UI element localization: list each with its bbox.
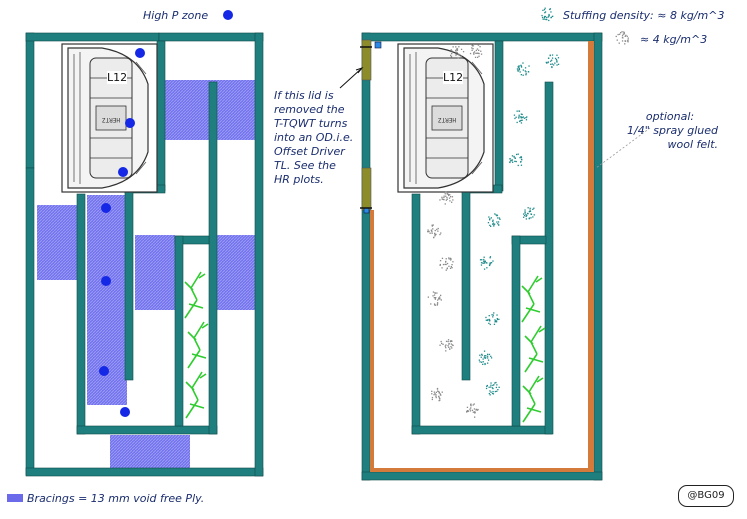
lid-note: If this lid is removed the T-TQWT turns … [274,89,353,187]
driver-label-left: L12 [107,71,128,84]
felt-note: optional: 1/4" spray glued wool felt. [622,110,718,152]
stuffing-density-low-label: ≈ 4 kg/m^3 [640,33,708,46]
enclosure-panels [361,32,603,481]
fiber-damping-right [521,275,546,423]
felt-note-line: 1/4" spray glued [626,124,718,137]
stuffing-density-high-label: Stuffing density: ≈ 8 kg/m^3 [563,9,725,22]
bracing-legend-label: Bracings = 13 mm void free Ply. [27,492,205,505]
lid-note-line: T-TQWT turns [274,117,348,130]
high-p-zone-label: High P zone [143,9,209,22]
lid-note-line: Offset Driver [274,145,345,158]
lid-note-line: If this lid is [274,89,334,102]
removable-lid [360,39,382,214]
fiber-damping-left [184,271,209,419]
bracing-panels [37,80,255,473]
left-cabinet [25,32,264,477]
lid-note-line: TL. See the [274,159,336,172]
credit-badge: @BG09 [678,485,734,507]
felt-note-line: optional: [645,110,695,123]
felt-note-line: wool felt. [667,138,718,151]
enclosure-panels [25,32,264,477]
pressure-dots [99,10,233,417]
wool-felt-lining [370,41,594,472]
right-cabinet [360,32,603,481]
lid-note-line: HR plots. [274,173,324,186]
driver-label-right: L12 [443,71,464,84]
leader-lines [339,66,651,169]
lid-note-line: into an OD.i.e. [274,131,354,144]
bracing-legend-swatch [7,494,23,502]
lid-note-line: removed the [274,103,345,116]
